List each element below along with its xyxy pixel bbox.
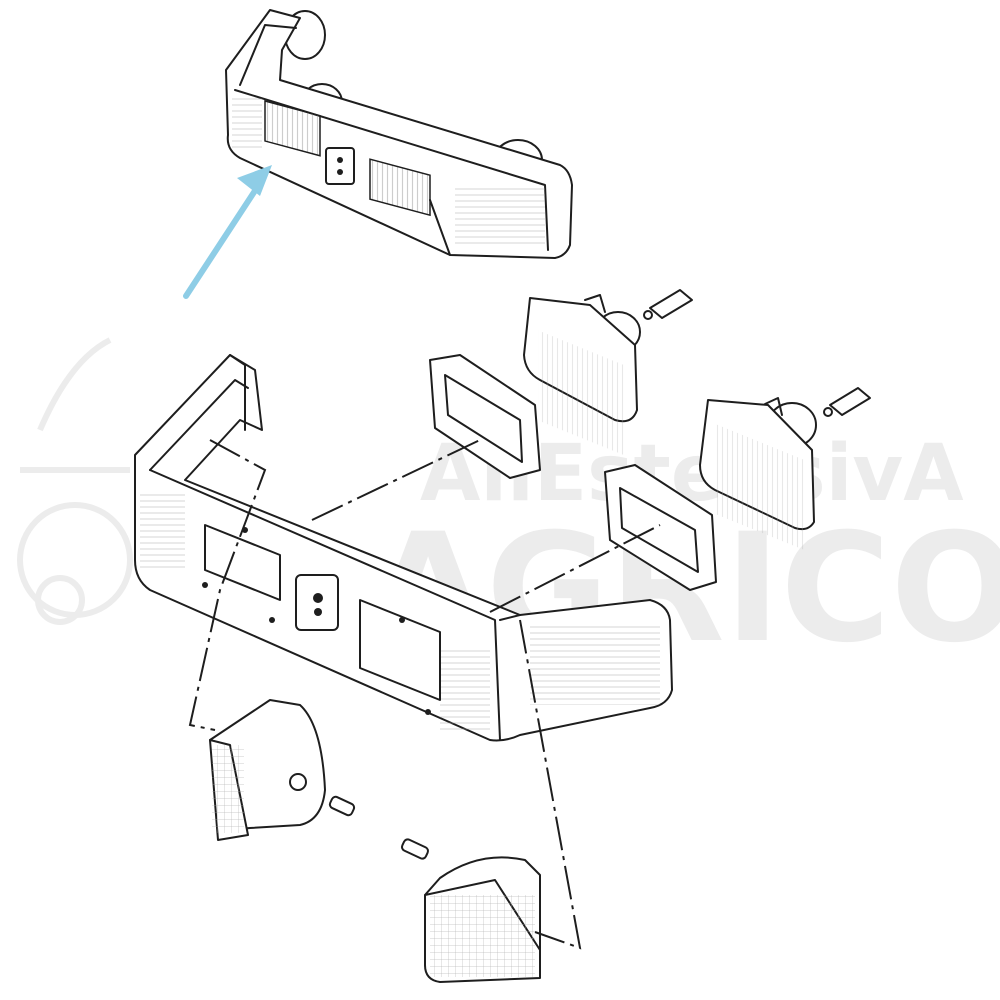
upper-grille-right (369, 158, 431, 217)
indicator-lamp-left (209, 699, 326, 841)
indicator-bulb-right (400, 838, 430, 860)
headlamp-lower (699, 397, 817, 551)
arrow-icon (183, 165, 272, 299)
upper-light-panel (225, 9, 573, 259)
lower-opening-left (204, 524, 281, 601)
indicator-lamp-right (424, 856, 541, 983)
lower-light-panel (134, 354, 673, 742)
bulb-lower (823, 387, 871, 417)
gasket-upper (429, 354, 541, 479)
lower-opening-right (359, 599, 441, 701)
bulb-upper (643, 289, 693, 320)
tractor-logo-icon (17, 337, 133, 625)
indicator-bulb-left (328, 795, 356, 817)
headlamp-upper (523, 294, 641, 456)
upper-grille-left (264, 100, 321, 157)
gasket-lower (604, 464, 717, 591)
leader-lines (188, 439, 661, 950)
